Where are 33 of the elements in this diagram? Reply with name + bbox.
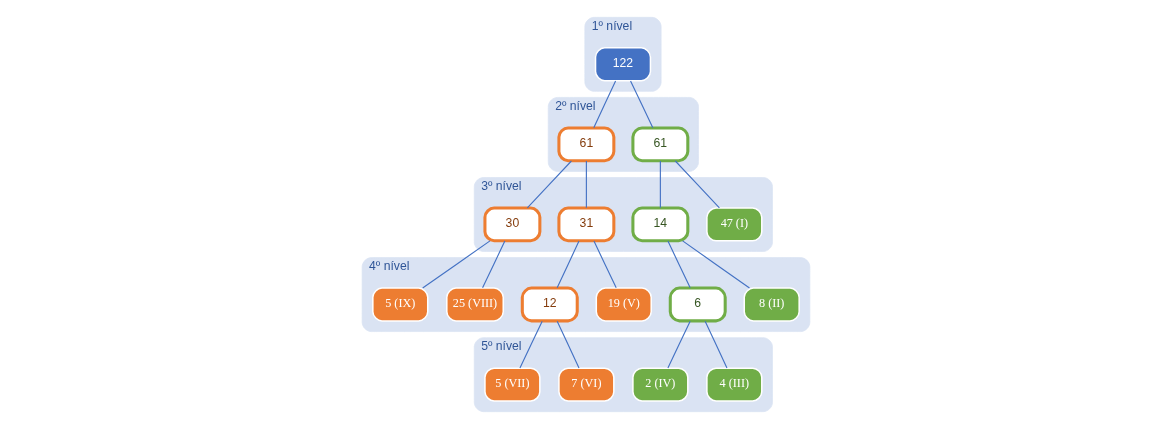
node-box: 30	[482, 206, 541, 243]
connector	[421, 240, 491, 289]
connector	[592, 80, 616, 129]
connector	[556, 240, 580, 289]
node-box: 5 (IX)	[371, 287, 428, 322]
node-box: 47 (I)	[705, 207, 763, 242]
connector	[556, 320, 580, 369]
node-box: 31	[556, 206, 615, 243]
node-box: 25 (VIII)	[445, 287, 504, 322]
node-box: 7 (VI)	[557, 367, 615, 402]
node-box: 61	[556, 126, 615, 163]
node-box: 5 (VII)	[483, 367, 541, 402]
connector	[518, 320, 543, 369]
connector	[704, 320, 727, 369]
node-box: 14	[630, 206, 689, 243]
node-box: 61	[630, 126, 689, 163]
connector	[681, 240, 750, 289]
node-box: 6	[668, 286, 727, 323]
node-box: 19 (V)	[595, 287, 652, 322]
connector	[592, 240, 617, 289]
connector	[629, 80, 653, 129]
node-box: 122	[594, 47, 651, 82]
node-box: 4 (III)	[705, 367, 763, 402]
connector	[666, 320, 691, 369]
connector	[585, 160, 587, 209]
node-box: 2 (IV)	[631, 367, 689, 402]
connector	[526, 160, 572, 209]
connector	[666, 240, 691, 289]
connector	[659, 160, 661, 209]
connector	[674, 160, 720, 209]
connector	[481, 240, 505, 289]
node-box: 12	[520, 286, 579, 323]
node-box: 8 (II)	[743, 287, 800, 322]
